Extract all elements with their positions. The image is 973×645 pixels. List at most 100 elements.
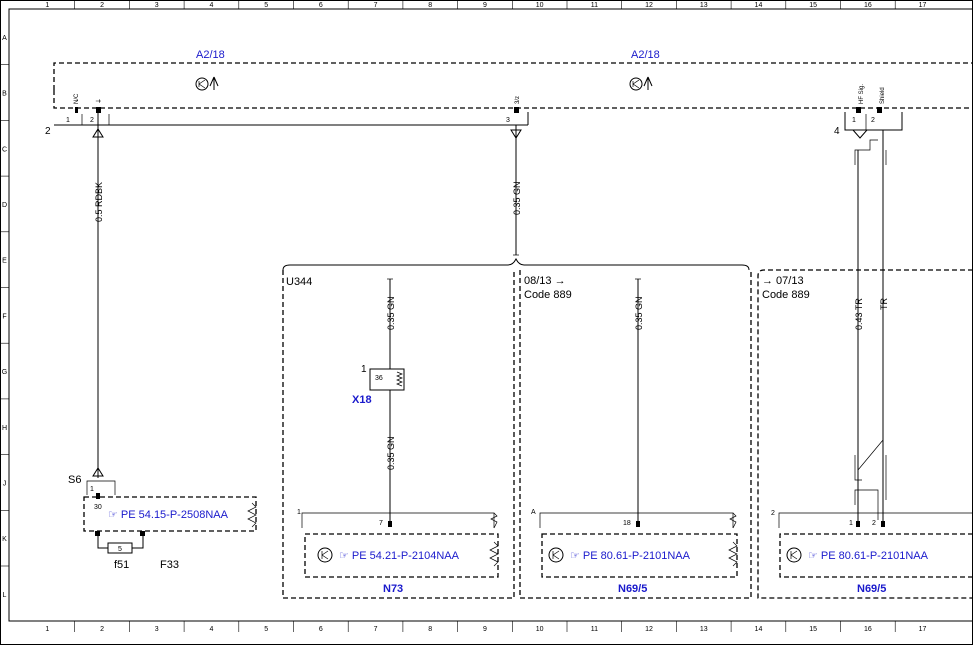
grid-col-8-bottom: 8: [428, 626, 432, 633]
pin-marker: [75, 107, 78, 113]
arrow-icon: [510, 129, 522, 139]
fuse-wire: [97, 531, 144, 549]
grid-col-13-top: 13: [700, 2, 708, 9]
u344-label: U344: [286, 276, 312, 288]
n69-a-component[interactable]: [541, 533, 738, 578]
arrow-icon: [92, 128, 104, 138]
grid-row-C: C: [2, 146, 7, 153]
arrow-icon: [851, 129, 869, 139]
a2-18-right-label[interactable]: A2/18: [631, 49, 660, 61]
resistor-icon: [396, 371, 403, 387]
grid-col-6-bottom: 6: [319, 626, 323, 633]
grid-col-4-bottom: 4: [209, 626, 213, 633]
grid-row-K: K: [2, 536, 7, 543]
x18-label[interactable]: X18: [352, 394, 372, 406]
code889-box-b: [757, 269, 973, 599]
transistor-icon: [548, 547, 564, 563]
grid-col-6-top: 6: [319, 2, 323, 9]
a2-18-left-label[interactable]: A2/18: [196, 49, 225, 61]
grid-col-17-top: 17: [919, 2, 927, 9]
grid-column-labels: 1122334455667788991010111112121313141415…: [45, 0, 927, 633]
grid-row-G: G: [2, 369, 7, 376]
grid-col-9-bottom: 9: [483, 626, 487, 633]
pin-name-hf: HF Sig.: [859, 84, 865, 104]
grid-row-L: L: [3, 592, 7, 599]
n69-a-pin: 18: [623, 520, 631, 527]
x18-connector[interactable]: [369, 368, 405, 391]
pin-name-shield: Shield: [880, 87, 886, 104]
n73-ref-link[interactable]: ☞ PE 54.21-P-2104NAA: [339, 550, 460, 562]
grid-col-7-top: 7: [374, 2, 378, 9]
grid-row-D: D: [2, 202, 7, 209]
connector-number: 2: [45, 126, 51, 137]
n69-b-connector: [778, 512, 973, 528]
x18-pin: 36: [375, 375, 383, 382]
grid-col-2-bottom: 2: [100, 626, 104, 633]
wire-label-gn-x18-bottom: 0.35 GN: [386, 436, 396, 470]
connector-4-number: 4: [834, 126, 840, 137]
grid-col-1-top: 1: [45, 2, 49, 9]
pin-4-2: 2: [871, 117, 875, 124]
resistor-icon: [728, 541, 738, 567]
date-label-b: → 07/13: [762, 275, 804, 287]
resistor-icon: [490, 512, 498, 529]
n73-label[interactable]: N73: [383, 583, 403, 595]
n69-b-ref-link[interactable]: ☞ PE 80.61-P-2101NAA: [808, 550, 929, 562]
grid-col-3-bottom: 3: [155, 626, 159, 633]
top-module-outline: [53, 62, 973, 109]
n69-b-pin2: 2: [872, 520, 876, 527]
pin-marker: [95, 531, 100, 536]
grid-col-3-top: 3: [155, 2, 159, 9]
n73-pin: 7: [379, 520, 383, 527]
grid-col-10-top: 10: [536, 2, 544, 9]
n69-b-pin1: 1: [849, 520, 853, 527]
s6-ref-link[interactable]: ☞ PE 54.15-P-2508NAA: [108, 509, 229, 521]
pin-separator: [81, 114, 110, 125]
pin-4-1: 1: [852, 117, 856, 124]
s6-pin-num: 1: [90, 486, 94, 493]
wire-label-gn-x18-top: 0.35 GN: [386, 296, 396, 330]
f33-label[interactable]: F33: [160, 559, 179, 571]
pin-marker: [96, 493, 100, 499]
transistor-icon: [317, 547, 333, 563]
wire-label-tr-b: TR: [879, 298, 889, 310]
shield-icon: [854, 139, 887, 500]
n69-b-label[interactable]: N69/5: [857, 583, 886, 595]
grid-col-10-bottom: 10: [536, 626, 544, 633]
grid-col-16-top: 16: [864, 2, 872, 9]
pin-marker: [877, 107, 882, 113]
fuse-name: f51: [114, 559, 129, 571]
connector-4: [844, 112, 903, 131]
pin-marker: [856, 521, 860, 527]
n73-conn-num: 1: [297, 509, 301, 516]
f33-component[interactable]: [83, 496, 257, 532]
group-brace: [282, 257, 750, 271]
transistor-antenna-icon-left: [195, 76, 219, 91]
grid-col-5-top: 5: [264, 2, 268, 9]
pin-marker: [856, 107, 861, 113]
n69-b-component[interactable]: [779, 533, 973, 578]
code889-box-a: [519, 270, 752, 599]
grid-col-11-bottom: 11: [591, 626, 598, 633]
pin-name-nc: N/C: [74, 93, 80, 104]
code-label-b: Code 889: [762, 289, 810, 301]
n69-a-label[interactable]: N69/5: [618, 583, 647, 595]
fuse-icon[interactable]: [107, 542, 133, 554]
grid-col-1-bottom: 1: [45, 626, 49, 633]
grid-col-12-top: 12: [645, 2, 653, 9]
n73-component[interactable]: [304, 533, 499, 578]
grid-col-15-top: 15: [809, 2, 817, 9]
pin-marker: [388, 521, 392, 527]
grid-col-16-bottom: 16: [864, 626, 872, 633]
pin-3: 3: [506, 117, 510, 124]
pin-marker: [881, 521, 885, 527]
code-label-a: Code 889: [524, 289, 572, 301]
grid-row-H: H: [2, 425, 7, 432]
n69-a-ref-link[interactable]: ☞ PE 80.61-P-2101NAA: [570, 550, 691, 562]
transistor-antenna-icon-right: [629, 76, 653, 91]
n69-b-conn: 2: [771, 510, 775, 517]
grid-col-14-bottom: 14: [755, 626, 763, 633]
pin-marker: [636, 521, 640, 527]
s6-label[interactable]: S6: [68, 474, 81, 486]
